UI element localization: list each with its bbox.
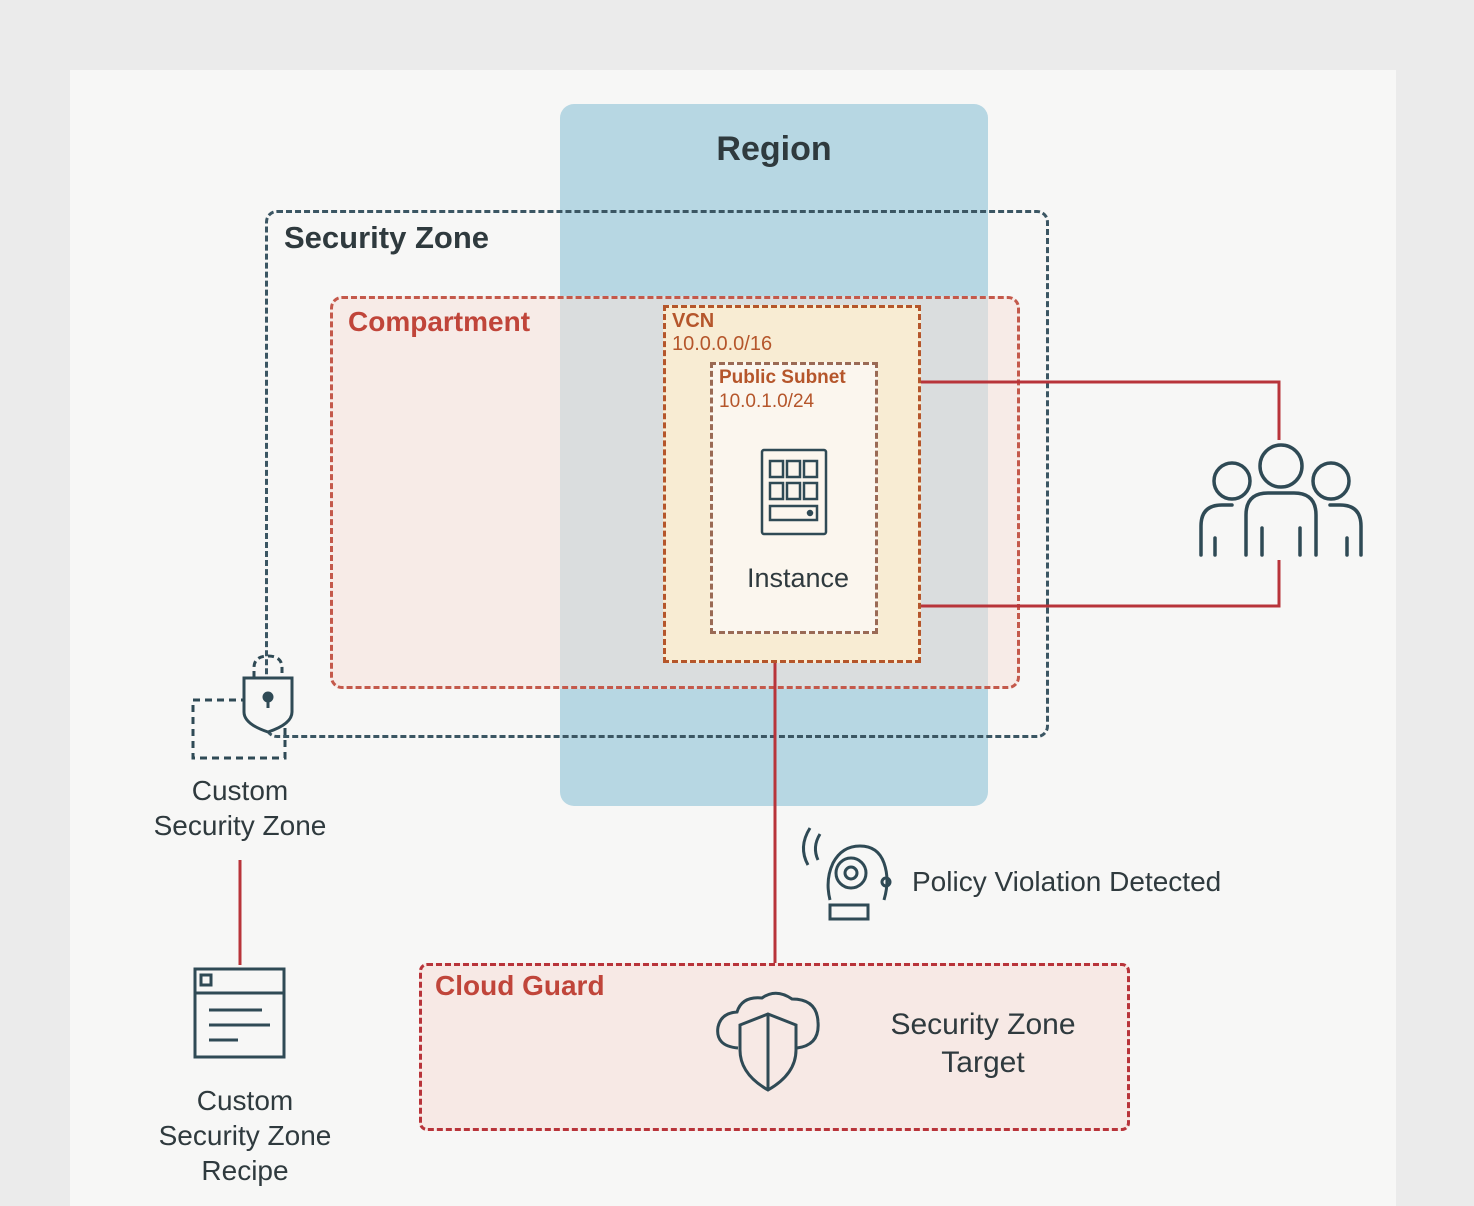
subnet-title: Public Subnet	[719, 367, 846, 388]
connectors	[238, 380, 1281, 965]
vcn-to-users-bottom-connector	[921, 560, 1281, 608]
custom-security-zone-recipe-label: Custom Security Zone Recipe	[140, 1083, 350, 1188]
custom-security-zone-label: Custom Security Zone	[140, 773, 340, 843]
security-zone-title: Security Zone	[284, 220, 489, 255]
security-zone-target-label: Security Zone Target	[868, 1006, 1098, 1082]
region-title: Region	[716, 130, 832, 168]
cloud-guard-title: Cloud Guard	[435, 970, 605, 1001]
policy-violation-label: Policy Violation Detected	[912, 866, 1222, 897]
csz-line1: Custom	[191, 775, 289, 806]
target-label-line1: Security Zone	[890, 1008, 1076, 1041]
padlock-icon	[191, 654, 294, 760]
recipe-line1: Custom	[196, 1085, 294, 1116]
instance-label: Instance	[746, 563, 850, 593]
recipe-line2: Security Zone	[158, 1120, 332, 1151]
users-group-icon	[1199, 443, 1363, 557]
security-zone-boundary	[265, 210, 1049, 738]
vcn-cidr: 10.0.0.0/16	[672, 333, 773, 355]
subnet-cidr: 10.0.1.0/24	[719, 391, 815, 412]
recipe-line3: Recipe	[201, 1155, 289, 1186]
alarm-bell-icon	[802, 827, 892, 921]
vcn-title: VCN	[672, 310, 715, 332]
target-label-line2: Target	[941, 1046, 1025, 1079]
cloud-shield-icon	[716, 991, 820, 1092]
server-icon	[760, 448, 828, 536]
csz-line2: Security Zone	[153, 810, 327, 841]
compartment-title: Compartment	[348, 306, 531, 337]
vcn-to-users-top-connector	[921, 380, 1281, 440]
document-icon	[193, 967, 286, 1059]
